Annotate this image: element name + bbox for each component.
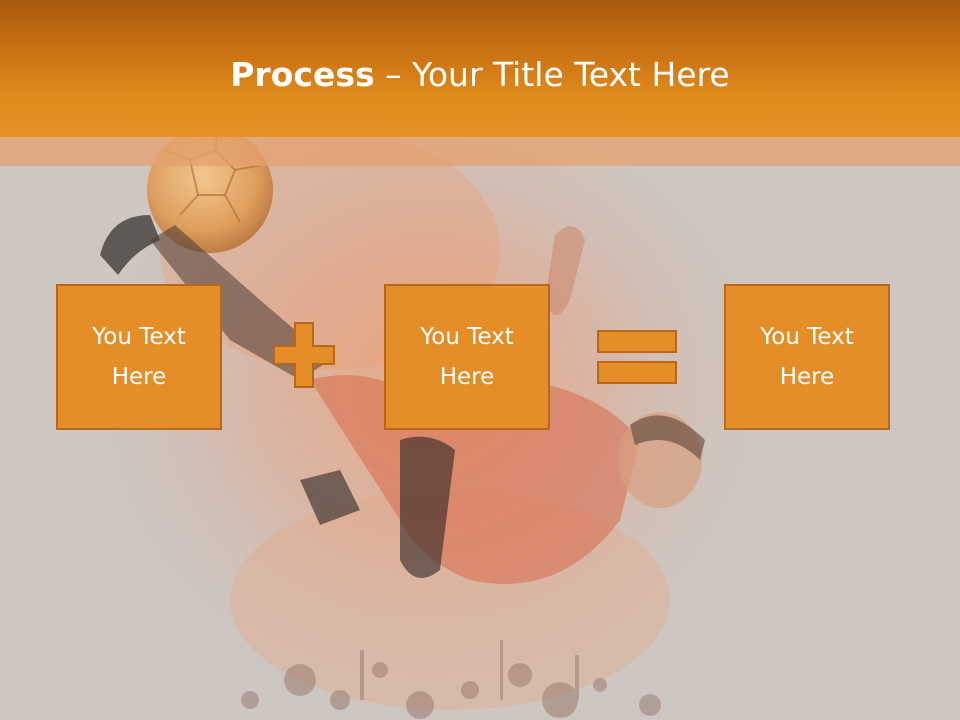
slide-title: Process – Your Title Text Here (0, 50, 960, 100)
process-box-2[interactable]: You Text Here (384, 284, 550, 430)
process-box-1-label: You Text Here (92, 324, 186, 390)
header-accent-strip (0, 137, 960, 166)
plus-icon (273, 322, 335, 388)
header-band (0, 0, 960, 137)
process-box-3[interactable]: You Text Here (724, 284, 890, 430)
slide-title-bold: Process (230, 55, 375, 94)
process-box-1[interactable]: You Text Here (56, 284, 222, 430)
equals-icon (597, 330, 677, 384)
process-box-3-label: You Text Here (760, 324, 854, 390)
process-box-2-label: You Text Here (420, 324, 514, 390)
slide-title-rest: – Your Title Text Here (374, 55, 730, 94)
